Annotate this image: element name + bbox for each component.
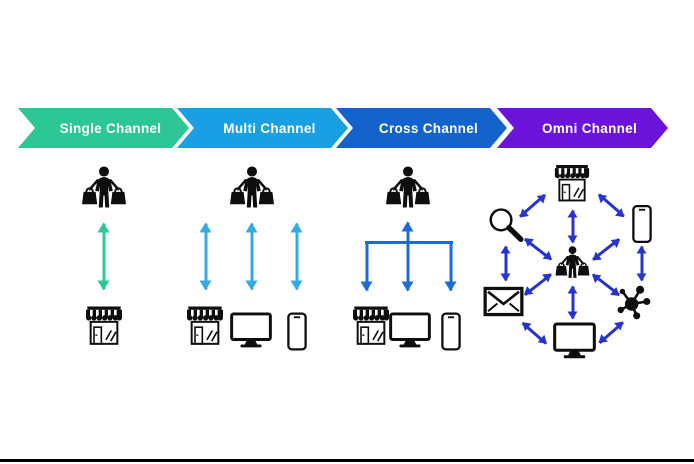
banner-single-channel-label: Single Channel [59, 120, 162, 136]
arrow-magnifier-store [519, 193, 546, 218]
arrow-shopper-store [102, 223, 105, 289]
banner-cross-channel: Cross Channel [336, 108, 507, 148]
arrow-phone-network [640, 246, 643, 280]
banner-omni-channel: Omni Channel [497, 108, 668, 148]
arrow-center-envelope [524, 272, 552, 296]
store-icon [84, 305, 124, 348]
banner-single-channel: Single Channel [18, 108, 189, 148]
store-icon [351, 305, 391, 348]
phone-icon [632, 204, 652, 244]
monitor-icon [553, 322, 596, 359]
phone-icon [287, 311, 307, 352]
cross-branch-bar [365, 240, 453, 244]
arrow-center-magnifier [524, 237, 552, 261]
arrow-monitor-envelope [521, 321, 547, 345]
arrow-shopper-store [204, 223, 208, 289]
arrow-shopper-monitor [406, 222, 409, 290]
arrow-branch-store [365, 242, 368, 290]
phone-icon [441, 311, 461, 352]
arrow-store-phone [598, 192, 625, 217]
shopper-icon [228, 165, 276, 210]
arrow-branch-phone [449, 242, 452, 290]
arrow-center-store [571, 210, 574, 242]
banner-multi-channel: Multi Channel [177, 108, 348, 148]
shopper-icon [80, 165, 128, 210]
shopper-icon [384, 165, 432, 210]
banner-omni-channel-label: Omni Channel [541, 120, 638, 136]
envelope-icon [483, 286, 524, 317]
bottom-border-line [0, 459, 694, 462]
arrow-network-monitor [598, 320, 624, 344]
banner-cross-channel-label: Cross Channel [378, 120, 479, 136]
arrow-envelope-magnifier [504, 246, 507, 280]
store-icon [185, 305, 225, 348]
shopper-icon [554, 245, 591, 280]
monitor-icon [230, 311, 272, 349]
arrow-center-phone [592, 237, 620, 261]
arrow-center-monitor [571, 286, 574, 318]
monitor-icon [389, 311, 431, 349]
arrow-shopper-phone [295, 223, 299, 289]
banner-multi-channel-label: Multi Channel [223, 120, 316, 136]
store-icon [552, 165, 592, 203]
arrow-shopper-monitor [250, 223, 253, 289]
